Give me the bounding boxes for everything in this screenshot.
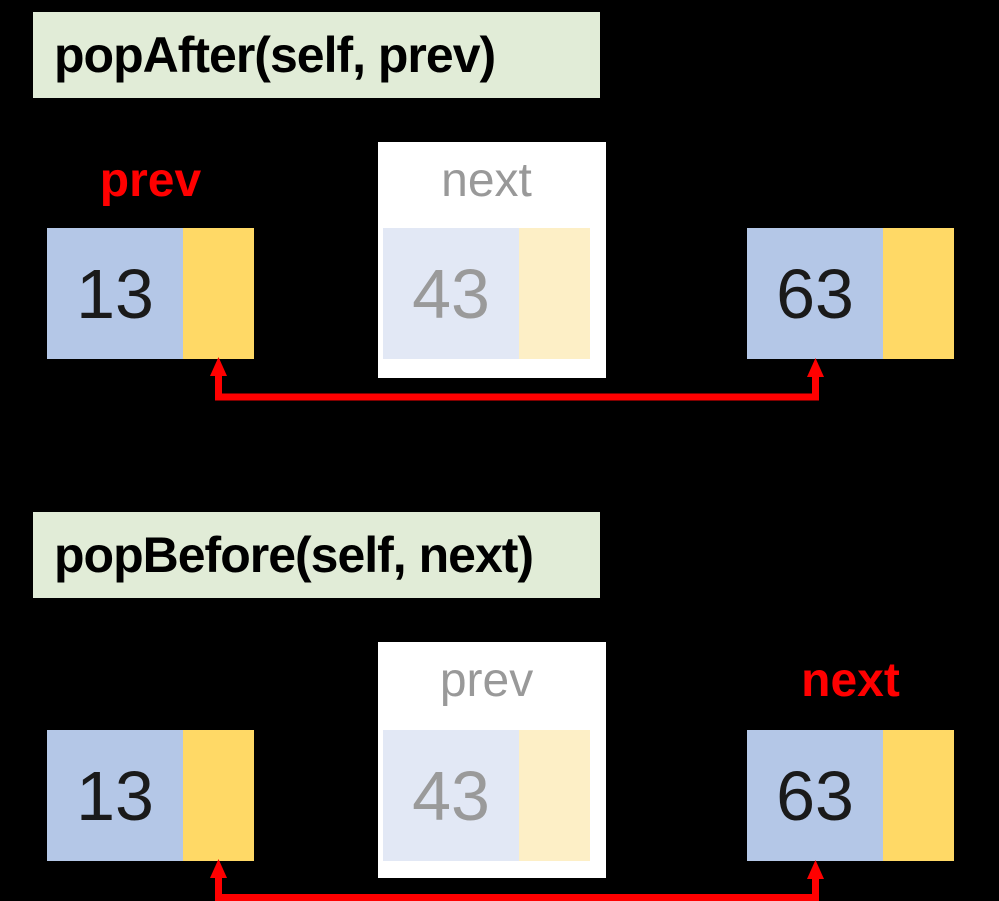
value-cell: 63 bbox=[747, 730, 883, 861]
pointer-cell bbox=[883, 730, 954, 861]
pointer-cell bbox=[183, 228, 254, 359]
node-63-popbefore: 63 bbox=[747, 730, 954, 861]
arrow-head-icon bbox=[210, 357, 227, 376]
arrow-line bbox=[215, 876, 819, 901]
value-cell: 63 bbox=[747, 228, 883, 359]
node-value: 63 bbox=[776, 756, 854, 835]
node-13-popafter: 13 bbox=[47, 228, 254, 359]
node-value: 13 bbox=[76, 254, 154, 333]
node-43-popafter: 43 bbox=[383, 228, 590, 359]
label-prev-popafter: prev bbox=[99, 154, 202, 207]
node-value: 63 bbox=[776, 254, 854, 333]
pointer-cell bbox=[883, 228, 954, 359]
node-63-popafter: 63 bbox=[747, 228, 954, 359]
pointer-cell bbox=[519, 228, 590, 359]
value-cell: 13 bbox=[47, 228, 183, 359]
node-value: 13 bbox=[76, 756, 154, 835]
arrow-head-icon bbox=[210, 859, 227, 878]
value-cell: 13 bbox=[47, 730, 183, 861]
node-value: 43 bbox=[412, 756, 490, 835]
node-value: 43 bbox=[412, 254, 490, 333]
pointer-cell bbox=[183, 730, 254, 861]
arrow-head-icon bbox=[807, 358, 824, 377]
arrow-head-icon bbox=[807, 860, 824, 879]
pointer-cell bbox=[519, 730, 590, 861]
label-next-popbefore: next bbox=[801, 654, 900, 707]
node-43-popbefore: 43 bbox=[383, 730, 590, 861]
title-popafter: popAfter(self, prev) bbox=[33, 12, 600, 98]
label-prev-popbefore: prev bbox=[439, 654, 534, 707]
value-cell: 43 bbox=[383, 730, 519, 861]
node-13-popbefore: 13 bbox=[47, 730, 254, 861]
label-next-popafter: next bbox=[441, 154, 532, 207]
value-cell: 43 bbox=[383, 228, 519, 359]
title-popbefore: popBefore(self, next) bbox=[33, 512, 600, 598]
